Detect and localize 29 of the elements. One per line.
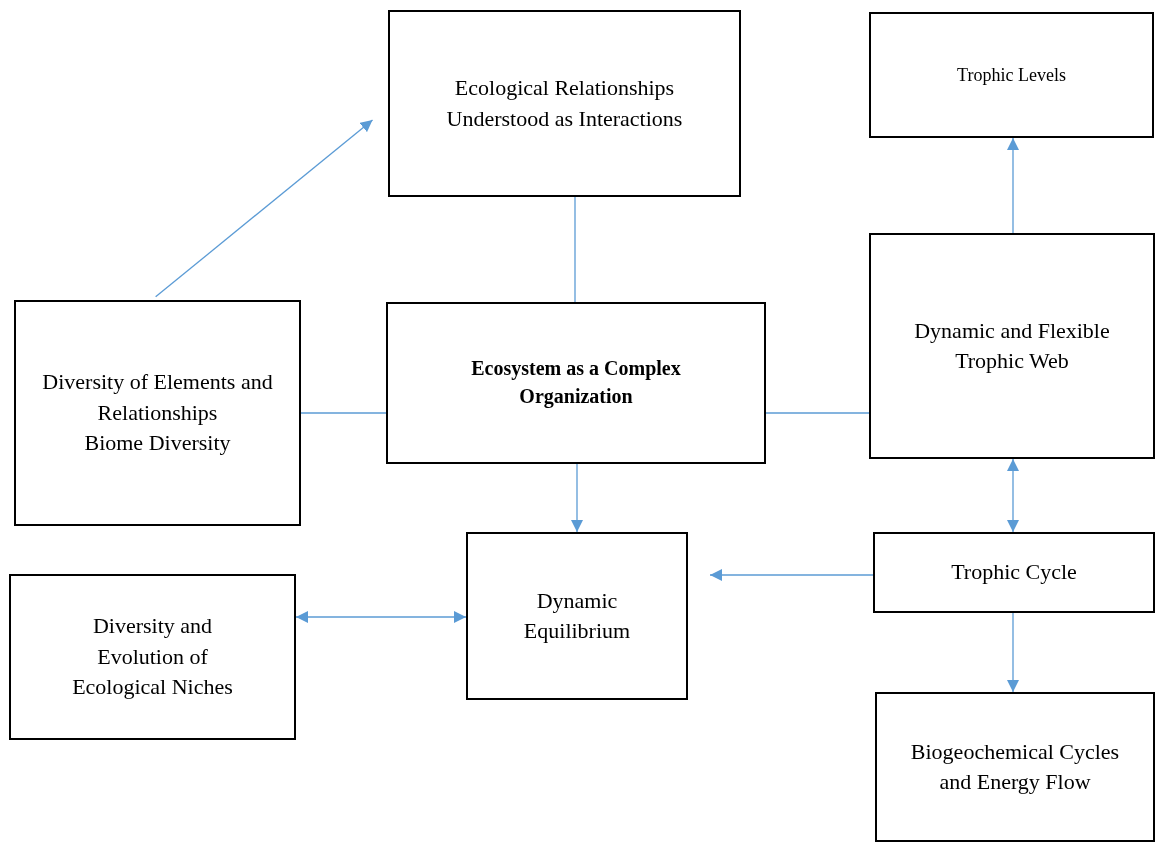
concept-text: Diversity of Elements and Relationships bbox=[41, 368, 274, 427]
concept-text: Trophic Cycle bbox=[951, 558, 1077, 587]
concept-box bbox=[873, 532, 1155, 613]
concept-text: Dynamic Equilibrium bbox=[522, 586, 632, 645]
arrow bbox=[709, 569, 874, 581]
concept-box bbox=[388, 10, 741, 197]
connector-line bbox=[574, 196, 576, 303]
concept-text: Biome Diversity bbox=[84, 429, 231, 458]
connector-line bbox=[765, 412, 870, 414]
concept-box bbox=[9, 574, 296, 740]
arrow bbox=[1007, 458, 1019, 533]
concept-box bbox=[386, 302, 766, 464]
connector-line bbox=[300, 412, 387, 414]
concept-box bbox=[869, 12, 1154, 138]
concept-box bbox=[14, 300, 301, 526]
concept-box bbox=[875, 692, 1155, 842]
concept-box bbox=[869, 233, 1155, 459]
concept-text: Trophic Levels bbox=[957, 63, 1066, 87]
arrow bbox=[571, 463, 583, 533]
arrow bbox=[1007, 137, 1019, 234]
concept-box bbox=[466, 532, 688, 700]
concept-text: Biogeochemical Cycles and Energy Flow bbox=[909, 737, 1121, 796]
concept-text: Ecosystem as a Complex Organization bbox=[470, 356, 682, 410]
concept-text: Diversity and Evolution of Ecological Niches bbox=[71, 612, 234, 702]
concept-text: Dynamic and Flexible Trophic Web bbox=[913, 316, 1111, 375]
arrow bbox=[295, 611, 467, 623]
arrow bbox=[1007, 612, 1019, 693]
arrow bbox=[155, 119, 374, 298]
concept-text: Ecological Relationships Understood as Interactions bbox=[445, 74, 684, 133]
